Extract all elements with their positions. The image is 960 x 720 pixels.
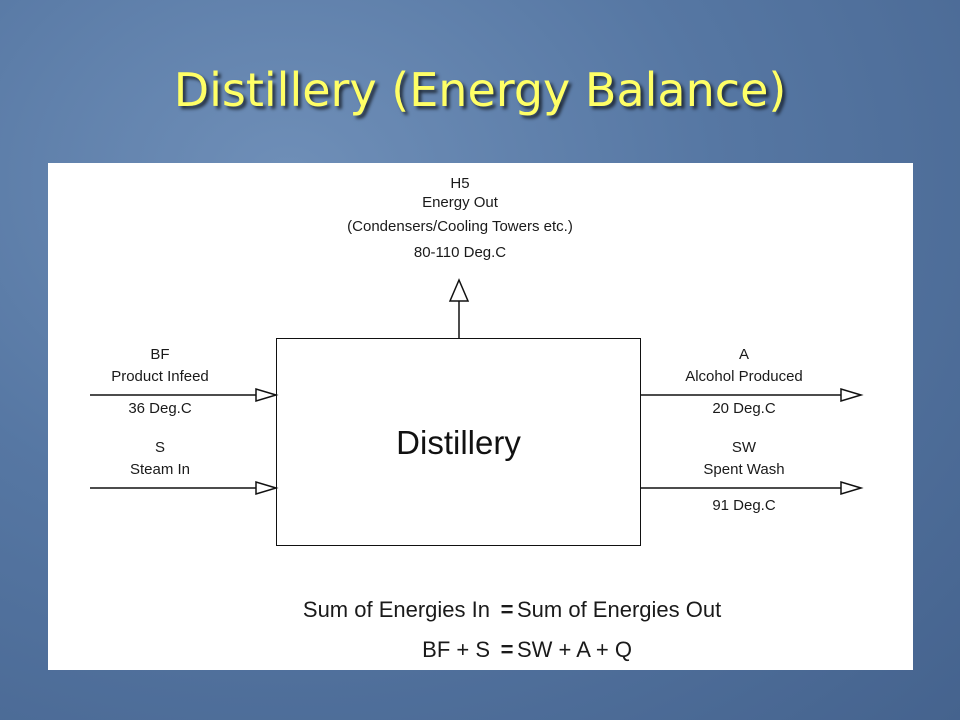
process-box-label: Distillery [396, 424, 521, 461]
input-s-arrowhead [255, 480, 279, 496]
top-output-detail: (Condensers/Cooling Towers etc.) [347, 218, 573, 235]
output-sw-arrowhead [840, 480, 864, 496]
equation-symbols-operator: = [500, 637, 514, 662]
output-sw-temperature: 91 Deg.C [712, 497, 776, 514]
diagram-panel: H5 Energy Out (Condensers/Cooling Towers… [48, 163, 913, 670]
top-output-code: H5 [450, 175, 470, 192]
input-s-code: S [154, 439, 165, 456]
slide-title: Distillery (Energy Balance) [173, 63, 787, 117]
top-output-arrowhead [448, 278, 470, 302]
input-bf-code: BF [150, 346, 170, 363]
output-sw-name: Spent Wash [703, 461, 785, 478]
process-box: Distillery [276, 338, 641, 546]
equation-symbols-right: SW + A + Q [517, 637, 632, 662]
output-a-code: A [738, 346, 749, 363]
top-output-name: Energy Out [422, 194, 498, 211]
output-sw-code: SW [731, 439, 757, 456]
output-a-arrowhead [840, 387, 864, 403]
equation-words-left: Sum of Energies In [302, 597, 490, 622]
equation-symbols-left: BF + S [422, 637, 490, 662]
input-bf-name: Product Infeed [111, 368, 209, 385]
input-bf-arrowhead [255, 387, 279, 403]
equation-words-right: Sum of Energies Out [517, 597, 722, 622]
equation-words-operator: = [500, 597, 514, 622]
output-a-temperature: 20 Deg.C [712, 400, 776, 417]
output-a-name: Alcohol Produced [685, 368, 803, 385]
flow-arrows [90, 278, 864, 496]
input-bf-temperature: 36 Deg.C [128, 400, 192, 417]
input-s-name: Steam In [129, 461, 191, 478]
top-output-temperature: 80-110 Deg.C [413, 244, 507, 261]
